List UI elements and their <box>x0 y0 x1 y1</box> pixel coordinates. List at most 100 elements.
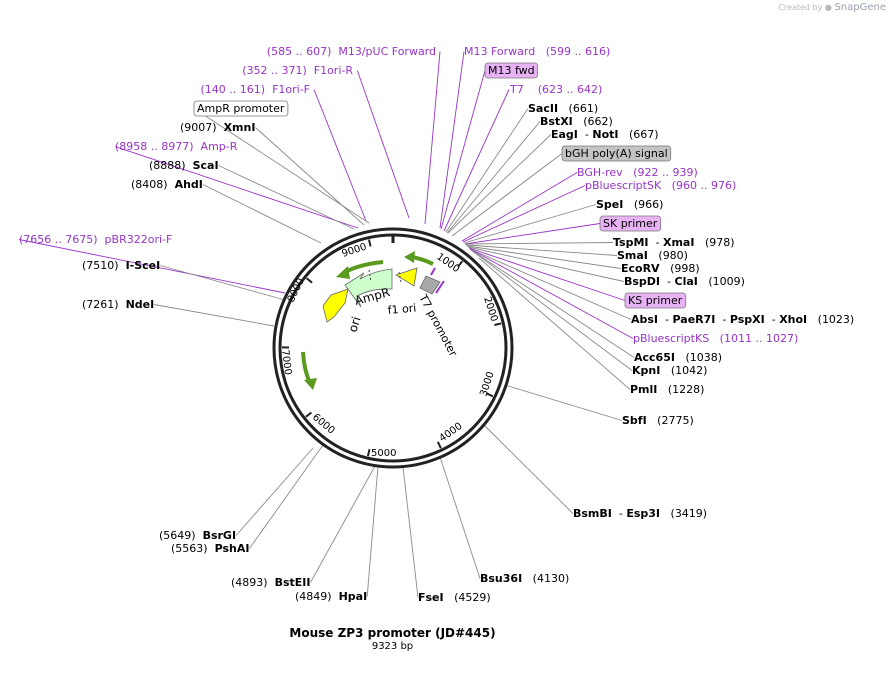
label-text-f1ori-r: (352 .. 371) F1ori-R <box>242 64 353 77</box>
label-part: BsrGI <box>203 529 236 542</box>
label-text-ampr-promoter: AmpR promoter <box>197 102 285 115</box>
label-part: (599 .. 616) <box>535 45 610 58</box>
label-part: (998) <box>660 262 700 275</box>
label-text-t7: T7 (623 .. 642) <box>509 83 602 96</box>
label-text-bsmbi: BsmBI - Esp3I (3419) <box>573 507 707 520</box>
label-text-fsei: FseI (4529) <box>418 591 491 604</box>
leader-ndei <box>154 304 275 327</box>
label-ks-primer: KS primer <box>624 292 687 309</box>
label-part: (3419) <box>660 507 707 520</box>
label-text-bsu36i: Bsu36I (4130) <box>480 572 569 585</box>
label-bsmbi: BsmBI - Esp3I (3419) <box>573 507 707 520</box>
leader-absi <box>469 248 632 320</box>
label-part: BstEII <box>275 576 311 589</box>
label-part: M13 fwd <box>488 64 535 77</box>
label-part: (7261) <box>82 298 126 311</box>
label-part: (623 .. 642) <box>524 83 603 96</box>
label-bgh-rev: BGH-rev (922 .. 939) <box>577 166 698 179</box>
leader-acc65i <box>470 249 635 358</box>
label-part: (1011 .. 1027) <box>709 332 798 345</box>
green-arrow-1000 <box>411 255 434 266</box>
label-bsteii: (4893) BstEII <box>231 576 310 589</box>
label-ampr-promoter: AmpR promoter <box>193 100 289 117</box>
primer-bar-1 <box>435 280 445 294</box>
label-part: (922 .. 939) <box>623 166 698 179</box>
label-ahdi: (8408) AhdI <box>131 178 203 191</box>
label-xmni: (9007) XmnI <box>180 121 255 134</box>
label-part: FseI <box>418 591 444 604</box>
label-part: SbfI <box>622 414 647 427</box>
label-part: EagI <box>551 128 578 141</box>
label-text-bspdi: BspDI - ClaI (1009) <box>624 275 745 288</box>
label-text-absi: AbsI - PaeR7I - PspXI - XhoI (1023) <box>631 313 854 326</box>
label-part: AhdI <box>175 178 203 191</box>
green-arrowhead-7000 <box>304 378 317 390</box>
label-part: EcoRV <box>621 262 660 275</box>
leader-pbr322 <box>18 239 286 294</box>
label-part: (7656 .. 7675) pBR322ori-F <box>19 233 172 246</box>
label-part: Bsu36I <box>480 572 522 585</box>
label-text-pshai: (5563) PshAI <box>171 542 249 555</box>
tick-3000 <box>486 392 494 398</box>
label-text-kpni: KpnI (1042) <box>632 364 707 377</box>
label-part: NotI <box>592 128 618 141</box>
label-scai: (8888) ScaI <box>149 159 219 172</box>
label-bspdi: BspDI - ClaI (1009) <box>624 275 745 288</box>
leader-sacii <box>445 108 529 233</box>
label-part: (4849) <box>295 590 339 603</box>
tick-4000 <box>436 441 442 449</box>
label-part: ClaI <box>675 275 698 288</box>
label-part: PshAI <box>215 542 250 555</box>
label-ecorv: EcoRV (998) <box>621 262 700 275</box>
leader-bgh-rev <box>461 172 578 242</box>
label-part: T7 <box>509 83 524 96</box>
credit-brand: SnapGene <box>834 2 886 13</box>
leader-pbsk <box>462 185 586 243</box>
green-arrowhead-1000 <box>404 251 415 263</box>
leader-bgh <box>451 153 563 237</box>
label-part: SpeI <box>596 198 623 211</box>
label-box-m13fwd-box <box>484 62 539 79</box>
label-eagi-noti: EagI - NotI (667) <box>551 128 659 141</box>
label-part: (9007) <box>180 121 224 134</box>
label-m13fwd-primer: M13 Forward (599 .. 616) <box>464 45 610 58</box>
label-text-ndei: (7261) NdeI <box>82 298 154 311</box>
leader-kpni <box>470 249 633 371</box>
label-fsei: FseI (4529) <box>418 591 491 604</box>
label-part: (978) <box>694 236 734 249</box>
label-part: XhoI <box>779 313 807 326</box>
tick-label-4000: 4000 <box>437 421 464 445</box>
label-part: AbsI <box>631 313 658 326</box>
label-text-pbsk: pBluescriptSK (960 .. 976) <box>585 179 736 192</box>
tick-label-6000: 6000 <box>310 412 337 437</box>
primer-bar-4 <box>398 271 402 284</box>
label-part: PspXI <box>730 313 765 326</box>
label-part: PmlI <box>630 383 657 396</box>
label-part: SmaI <box>617 249 648 262</box>
feature-label-f1ori: f1 ori <box>387 302 417 317</box>
tick-6000 <box>305 411 313 418</box>
t7-promoter-arrow <box>395 267 418 287</box>
leader-pshai <box>249 444 324 549</box>
label-part: (1009) <box>698 275 745 288</box>
label-part: (4893) <box>231 576 275 589</box>
leader-scai <box>218 165 355 230</box>
tick-9000 <box>368 239 372 247</box>
label-m13fwd-box: M13 fwd <box>484 62 539 79</box>
feature-layer <box>301 251 445 390</box>
label-part: (7510) <box>82 259 126 272</box>
annotation-labels: (585 .. 607) M13/pUC Forward M13 Forward … <box>19 45 854 604</box>
label-part: (8408) <box>131 178 175 191</box>
label-text-ecorv: EcoRV (998) <box>621 262 700 275</box>
label-box-sk-primer <box>599 215 662 232</box>
tick-5000 <box>366 449 371 457</box>
label-part: (352 .. 371) F1ori-R <box>242 64 353 77</box>
label-part: XmaI <box>663 236 694 249</box>
label-text-pbks: pBluescriptKS (1011 .. 1027) <box>633 332 798 345</box>
label-part: (585 .. 607) M13/pUC Forward <box>267 45 436 58</box>
label-part: KS primer <box>628 294 683 307</box>
label-text-bgh-rev: BGH-rev (922 .. 939) <box>577 166 698 179</box>
label-part: NdeI <box>126 298 155 311</box>
leader-tspmi <box>465 242 614 245</box>
leader-bsu36i <box>439 456 481 579</box>
